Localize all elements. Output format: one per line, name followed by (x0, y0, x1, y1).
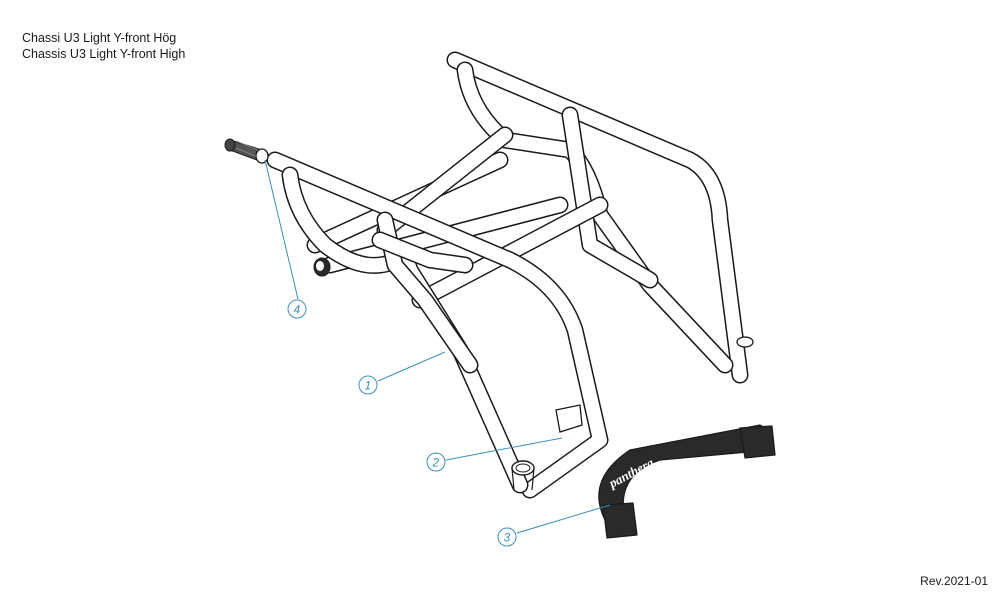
front-side-frame (266, 151, 609, 499)
second-end-cap (313, 257, 331, 277)
title-block: Chassi U3 Light Y-front Hög Chassis U3 L… (22, 30, 185, 62)
footplate-strap: panthera (598, 424, 776, 539)
cross-tubes (306, 126, 609, 309)
end-cap-grip (224, 138, 269, 164)
svg-text:1: 1 (365, 379, 372, 393)
bracket-plate (555, 404, 583, 433)
front-socket (511, 460, 535, 491)
callout-4: 4 (287, 299, 307, 319)
callout-leaders (264, 159, 611, 534)
callout-1: 1 (358, 375, 378, 395)
svg-text:4: 4 (294, 303, 301, 317)
svg-text:2: 2 (432, 456, 440, 470)
title-swedish: Chassi U3 Light Y-front Hög (22, 31, 177, 45)
callout-2: 2 (426, 452, 446, 472)
svg-text:3: 3 (504, 531, 511, 545)
revision-label: Rev.2021-01 (920, 574, 988, 588)
title-english: Chassis U3 Light Y-front High (22, 47, 186, 61)
rear-socket (736, 336, 754, 348)
callout-3: 3 (497, 527, 517, 547)
